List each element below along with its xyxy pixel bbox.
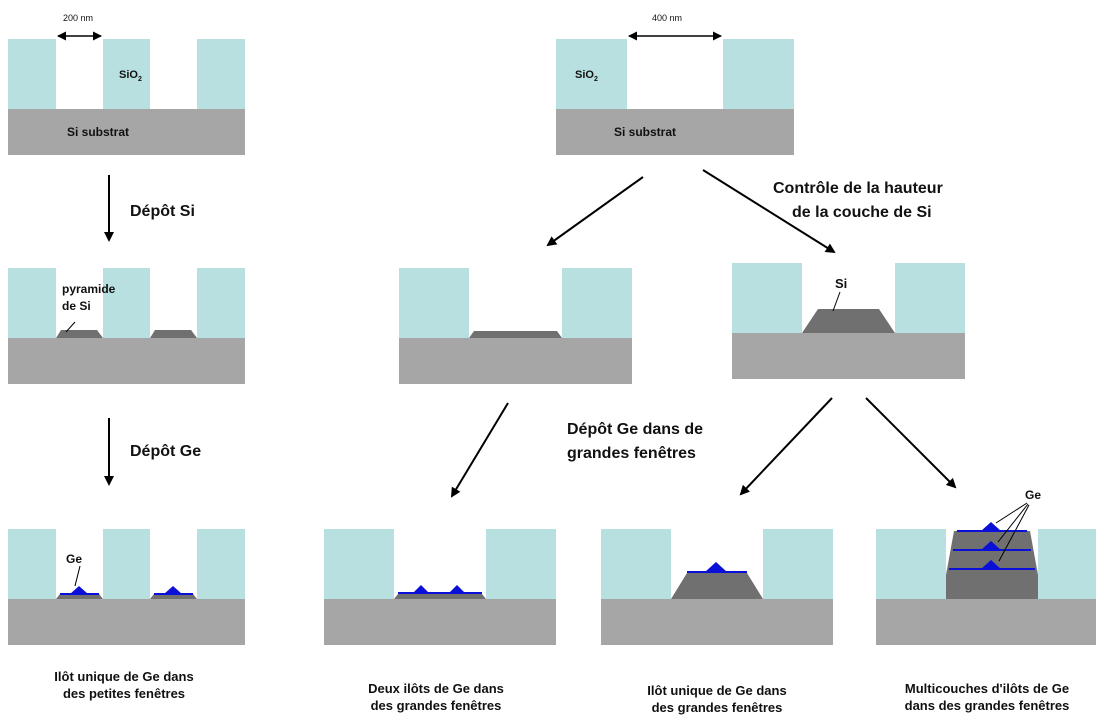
substrate [732,333,965,379]
ge-island [413,585,429,593]
pyramid-label: de Si [62,299,91,313]
caption-line: des grandes fenêtres [651,700,783,715]
si-label: Si [835,276,847,291]
substrate-label: Si substrat [67,125,129,139]
oxide-block [556,39,627,109]
caption-large-single-island: Ilôt unique de Ge dans des grandes fenêt… [612,682,822,716]
si-layer-thin [394,594,486,599]
ge-label: Ge [1025,488,1041,502]
panel-large-initial: 400 nm SiO2 Si substrat [556,13,794,155]
oxide-block [324,529,394,599]
substrate [324,599,556,645]
substrate [601,599,833,645]
oxide-block [763,529,833,599]
ge-island [70,586,88,594]
arrow-to-two-islands [450,402,509,498]
dimension-label-small: 200 nm [63,13,93,23]
caption-line: Multicouches d'ilôts de Ge [904,681,1070,696]
oxide-block [876,529,946,599]
oxide-block [1038,529,1096,599]
substrate [876,599,1096,645]
step-label-controle: Contrôle de la hauteur [773,180,943,197]
step-label-controle: de la couche de Si [792,204,932,221]
caption-line: dans des grandes fenêtres [904,698,1070,713]
oxide-block [8,529,56,599]
ge-leader-line [74,565,81,587]
si-layer-thick [802,309,895,333]
panel-large-thick-si: Si [732,263,965,379]
substrate [8,338,245,384]
step-label-depot-ge: Dépôt Ge [130,443,201,460]
substrate-label: Si substrat [614,125,676,139]
si-pyramid [56,330,103,338]
oxide-block [399,268,469,338]
ge-leader-line [995,502,1028,524]
pyramid-leader-line [65,321,76,333]
oxide-block [197,39,245,109]
substrate [8,109,245,155]
arrow-to-thick-si [702,169,836,254]
step-labels: Dépôt Si Dépôt Ge Contrôle de la hauteur… [130,180,943,462]
substrate [8,599,245,645]
caption-multilayer-islands: Multicouches d'ilôts de Ge dans des gran… [877,680,1097,714]
panel-small-initial: 200 nm SiO2 Si substrat [8,13,245,155]
pyramid-label: pyramide [62,282,116,296]
sio2-label: SiO2 [575,69,598,83]
step-label-depot-si: Dépôt Si [130,203,195,220]
oxide-block [103,529,150,599]
ge-island [981,560,1001,569]
sio2-label: SiO2 [119,69,142,83]
ge-island [164,586,182,594]
si-pyramid [150,594,197,599]
oxide-block [601,529,671,599]
oxide-block [197,529,245,599]
step-label-depot-ge-large: Dépôt Ge dans de [567,421,703,438]
panel-small-ge-islands: Ge [8,529,245,645]
caption-small-single-island: Ilôt unique de Ge dans des petites fenêt… [19,668,229,702]
si-leader-line [832,291,841,312]
oxide-block [723,39,794,109]
oxide-block [486,529,556,599]
oxide-block [197,268,245,338]
ge-island [449,585,465,593]
si-layer-thin [469,331,562,338]
substrate [399,338,632,384]
panel-large-single-ge-island [601,529,833,645]
panel-large-multilayer-ge: Ge [876,488,1096,645]
oxide-block [103,39,150,109]
ge-wetting-layer [398,592,482,594]
oxide-block [895,263,965,333]
caption-line: des petites fenêtres [62,686,186,701]
oxide-block [732,263,802,333]
caption-line: Ilôt unique de Ge dans [54,669,194,684]
ge-island [705,562,727,572]
ge-label: Ge [66,552,82,566]
panel-large-two-ge-islands [324,529,556,645]
ge-island [981,541,1001,550]
dimension-label-large: 400 nm [652,13,682,23]
caption-line: des grandes fenêtres [370,698,502,713]
oxide-block [562,268,632,338]
caption-large-two-islands: Deux ilôts de Ge dans des grandes fenêtr… [331,680,541,714]
ge-leader-line [997,503,1029,543]
process-arrows [104,169,957,498]
arrow-to-multilayer [865,397,957,489]
ge-leader-line [998,504,1030,562]
si-pyramid [56,594,103,599]
step-label-depot-ge-large: grandes fenêtres [567,445,696,462]
oxide-block [8,268,56,338]
arrow-to-single-island [739,397,833,496]
si-pyramid [150,330,197,338]
ge-island [981,522,1001,531]
caption-line: Deux ilôts de Ge dans [368,681,504,696]
arrow-to-thin-si [546,176,644,247]
si-layer-thick [671,573,763,599]
oxide-block [8,39,56,109]
caption-line: Ilôt unique de Ge dans [647,683,787,698]
substrate [556,109,794,155]
oxide-block [103,268,150,338]
panel-large-thin-si [399,268,632,384]
panel-small-si-pyramids: pyramide de Si [8,268,245,384]
